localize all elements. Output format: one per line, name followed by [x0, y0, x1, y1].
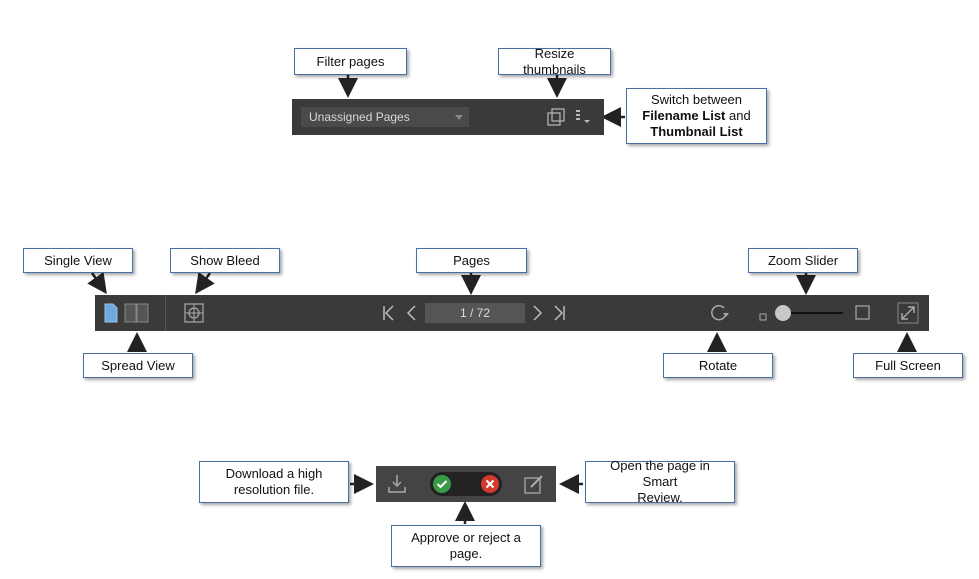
callout-pages: Pages [416, 248, 527, 273]
callout-resize-thumbnails: Resize thumbnails [498, 46, 611, 77]
approve-reject-toggle [430, 472, 502, 496]
crosshair-icon[interactable] [183, 302, 205, 324]
callout-filter-pages: Filter pages [294, 48, 407, 75]
callout-show-bleed: Show Bleed [170, 248, 280, 273]
callout-spread-view: Spread View [83, 353, 193, 378]
zoom-slider-handle[interactable] [775, 305, 791, 321]
thumbnails-toolbar: Unassigned Pages [292, 99, 604, 135]
zoom-slider-track [775, 312, 843, 314]
filter-pages-dropdown[interactable]: Unassigned Pages [301, 107, 469, 127]
callout-single-view: Single View [23, 248, 133, 273]
approval-toolbar [376, 466, 556, 502]
separator [165, 295, 166, 331]
viewer-toolbar: 1 / 72 [95, 295, 929, 331]
previous-page-icon[interactable] [406, 304, 418, 322]
list-view-menu-icon[interactable] [574, 108, 594, 126]
spread-view-icon[interactable] [124, 303, 150, 323]
callout-download: Download a high resolution file. [199, 461, 349, 503]
callout-rotate: Rotate [663, 353, 773, 378]
callout-zoom-slider: Zoom Slider [748, 248, 858, 273]
callout-switch-list: Switch between Filename List and Thumbna… [626, 88, 767, 144]
edit-icon[interactable] [523, 473, 545, 495]
filter-dropdown-value: Unassigned Pages [309, 110, 410, 124]
resize-thumbnails-icon[interactable] [546, 107, 566, 127]
page-indicator-field[interactable]: 1 / 72 [425, 303, 525, 323]
first-page-icon[interactable] [382, 304, 396, 322]
callout-full-screen: Full Screen [853, 353, 963, 378]
next-page-icon[interactable] [531, 304, 543, 322]
callout-approve-reject: Approve or reject a page. [391, 525, 541, 567]
zoom-slider[interactable] [775, 305, 843, 321]
chevron-down-icon [455, 115, 463, 120]
single-page-icon[interactable] [104, 303, 118, 323]
expand-icon[interactable] [897, 302, 919, 324]
check-icon[interactable] [432, 474, 452, 494]
rotate-icon[interactable] [709, 303, 731, 323]
last-page-icon[interactable] [552, 304, 566, 322]
zoom-out-small-square-icon [759, 308, 767, 321]
x-icon[interactable] [480, 474, 500, 494]
download-icon[interactable] [387, 473, 407, 495]
zoom-in-large-square-icon [855, 305, 871, 321]
callout-smart-review: Open the page in Smart Review. [585, 458, 735, 505]
